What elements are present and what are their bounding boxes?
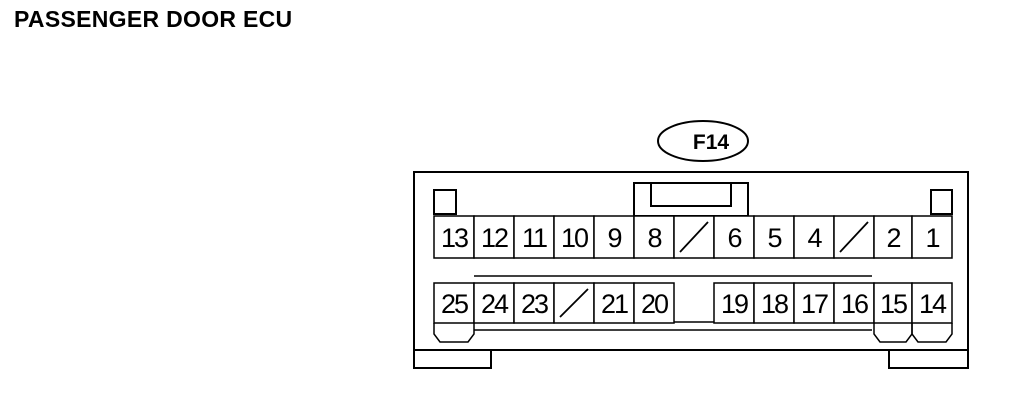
pin-cell-bottom-18 xyxy=(753,282,795,324)
pin-cell-bottom-15 xyxy=(873,282,913,324)
end-tab xyxy=(873,323,913,343)
pin-cell-bottom-14 xyxy=(911,282,953,324)
pin-cell-top-12 xyxy=(473,215,515,259)
pin-label: 19 xyxy=(721,289,748,319)
diagram-title: PASSENGER DOOR ECU xyxy=(14,6,293,32)
connector-id-badge: F14 xyxy=(657,120,749,162)
pin-label: 12 xyxy=(481,223,508,253)
pin-label: 9 xyxy=(607,223,621,253)
pin-label: 25 xyxy=(441,289,468,319)
pin-cell-bottom-24 xyxy=(473,282,515,324)
unused-pin-slash xyxy=(559,288,589,318)
pin-label: 1 xyxy=(925,223,939,253)
pin-cell-bottom-20 xyxy=(633,282,675,324)
pin-cell-bottom-21 xyxy=(593,282,635,324)
pin-cell-top-13 xyxy=(433,215,475,259)
pin-label: 4 xyxy=(807,223,822,253)
pin-label: 8 xyxy=(647,223,661,253)
pin-cell-bottom-16 xyxy=(833,282,875,324)
unused-pin-slash xyxy=(839,221,869,253)
pin-cell-bottom-19 xyxy=(713,282,755,324)
pin-label: 15 xyxy=(880,289,907,319)
pin-cell-bottom-23 xyxy=(513,282,555,324)
connector-id-label: F14 xyxy=(693,131,730,154)
pin-label: 6 xyxy=(727,223,741,253)
end-tab xyxy=(433,323,475,343)
pin-label: 10 xyxy=(561,223,588,253)
unused-pin-slash xyxy=(679,221,709,253)
pin-cell-top-2 xyxy=(873,215,913,259)
pin-label: 18 xyxy=(761,289,788,319)
pin-label: 5 xyxy=(767,223,781,253)
connector-housing xyxy=(413,171,969,369)
pin-label: 14 xyxy=(919,289,947,319)
pin-cell-top-10 xyxy=(553,215,595,259)
pin-label: 24 xyxy=(481,289,509,319)
end-tab xyxy=(911,323,953,343)
pin-cell-top-5 xyxy=(753,215,795,259)
pin-label: 2 xyxy=(886,223,900,253)
pin-label: 21 xyxy=(601,289,628,319)
pin-label: 13 xyxy=(441,223,468,253)
pin-label: 23 xyxy=(521,289,548,319)
pin-label: 11 xyxy=(522,223,547,253)
pin-cell-bottom-17 xyxy=(793,282,835,324)
pin-cell-top-1 xyxy=(911,215,953,259)
pin-label: 17 xyxy=(801,289,828,319)
pin-label: 20 xyxy=(641,289,668,319)
pin-label: 16 xyxy=(841,289,868,319)
